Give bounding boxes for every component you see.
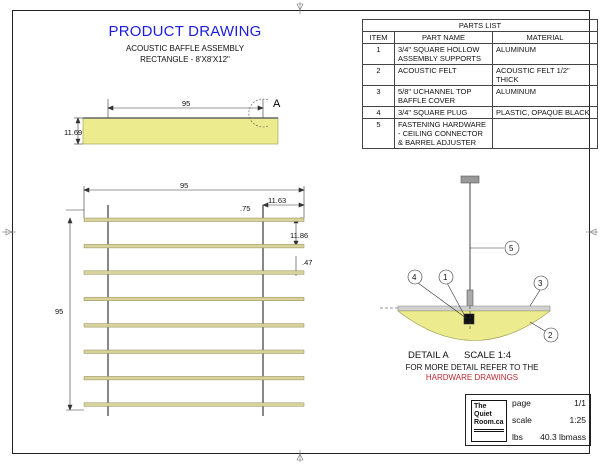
page-value: 1/1 — [574, 398, 586, 408]
baffle-bar — [83, 349, 305, 354]
logo-line-2: Quiet — [474, 411, 492, 418]
balloon-2-label: 2 — [548, 331, 553, 340]
top-width-label: 95 — [180, 181, 188, 190]
barrel-adjuster — [466, 289, 474, 307]
top-view — [66, 186, 305, 416]
parts-material: ALUMINUM — [492, 85, 598, 107]
baffle-bar — [83, 402, 305, 407]
detail-note-text: FOR MORE DETAIL REFER TO THE — [405, 363, 539, 372]
side-width-label: 95 — [182, 99, 190, 108]
detail-note: FOR MORE DETAIL REFER TO THE HARDWARE DR… — [392, 363, 552, 383]
balloon-1 — [438, 269, 454, 285]
drawing-title: PRODUCT DRAWING — [108, 23, 262, 40]
parts-item: 4 — [362, 106, 395, 119]
leader-4 — [417, 282, 467, 319]
baffle-bar — [83, 376, 305, 381]
scale-key: scale — [512, 415, 532, 425]
baffle-bar — [83, 323, 305, 328]
balloon-3-label: 3 — [538, 279, 543, 288]
parts-item: 3 — [362, 85, 395, 107]
header-item: ITEM — [362, 31, 395, 44]
parts-material: ALUMINUM — [492, 43, 598, 65]
balloon-2 — [543, 327, 559, 343]
parts-part-name: ACOUSTIC FELT — [394, 64, 493, 86]
parts-row: 4 3/4" SQUARE PLUG PLASTIC, OPAQUE BLACK — [362, 106, 598, 119]
ceiling-connector — [460, 175, 480, 184]
parts-part-name: 3/4" SQUARE HOLLOW ASSEMBLY SUPPORTS — [394, 43, 493, 65]
drawing-subtitle: ACOUSTIC BAFFLE ASSEMBLY RECTANGLE - 8'X… — [90, 43, 280, 65]
subtitle-line-1: ACOUSTIC BAFFLE ASSEMBLY — [125, 44, 245, 53]
detail-scale: SCALE 1:4 — [463, 350, 511, 361]
felt-section — [397, 310, 551, 341]
detail-callout-label: A — [273, 98, 281, 110]
parts-part-name: FASTENING HARDWARE - CEILING CONNECTOR &… — [394, 118, 493, 149]
company-logo: The Quiet Room.ca — [471, 400, 507, 442]
mass-value: 40.3 lbmass — [540, 432, 586, 442]
logo-line-3: Room.ca — [474, 419, 504, 426]
top-height-label: 95 — [55, 307, 63, 316]
square-plug — [463, 313, 475, 325]
thickness-label: .47 — [302, 258, 312, 267]
baffle-bar — [83, 270, 305, 275]
parts-row: 1 3/4" SQUARE HOLLOW ASSEMBLY SUPPORTS A… — [362, 43, 598, 65]
scale-value: 1:25 — [569, 415, 586, 425]
parts-list-table: PARTS LIST ITEM PART NAME MATERIAL 1 3/4… — [362, 19, 598, 149]
parts-item: 2 — [362, 64, 395, 86]
parts-part-name: 3/4" SQUARE PLUG — [394, 106, 493, 119]
spacing-label: 11.86 — [290, 231, 308, 240]
parts-part-name: 5/8" UCHANNEL TOP BAFFLE COVER — [394, 85, 493, 107]
baffle-bars — [83, 217, 305, 407]
parts-list-caption: PARTS LIST — [362, 19, 598, 32]
u-channel-cover — [397, 305, 551, 312]
detail-a — [378, 175, 551, 341]
baffle-bar — [83, 217, 305, 222]
balloon-4 — [407, 269, 423, 285]
side-view-felt — [82, 117, 279, 145]
page-key: page — [512, 398, 531, 408]
baffle-bar — [83, 244, 305, 249]
parts-material: PLASTIC, OPAQUE BLACK — [492, 106, 598, 119]
leader-1 — [446, 282, 467, 319]
parts-item: 5 — [362, 118, 395, 149]
balloon-4-label: 4 — [412, 273, 417, 282]
header-part-name: PART NAME — [394, 31, 493, 44]
parts-material — [492, 118, 598, 149]
parts-row: 2 ACOUSTIC FELT ACOUSTIC FELT 1/2" THICK — [362, 64, 598, 86]
baffle-bar — [83, 296, 305, 301]
logo-underline — [474, 429, 504, 432]
detail-name: DETAIL A — [408, 350, 449, 361]
parts-item: 1 — [362, 43, 395, 65]
parts-row: 3 5/8" UCHANNEL TOP BAFFLE COVER ALUMINU… — [362, 85, 598, 107]
balloon-3 — [533, 275, 549, 291]
logo-line-1: The — [474, 403, 487, 410]
parts-row: 5 FASTENING HARDWARE - CEILING CONNECTOR… — [362, 118, 598, 149]
parts-material: ACOUSTIC FELT 1/2" THICK — [492, 64, 598, 86]
leader-3 — [529, 289, 541, 307]
balloon-5 — [504, 240, 520, 256]
side-view — [74, 98, 279, 145]
balloon-5-label: 5 — [509, 244, 514, 253]
hardware-drawings-link[interactable]: HARDWARE DRAWINGS — [425, 373, 519, 382]
detail-a-circle — [248, 98, 269, 128]
side-height-label: 11.69 — [64, 128, 82, 137]
balloon-1-label: 1 — [443, 273, 448, 282]
mass-key: lbs — [512, 432, 523, 442]
subtitle-line-2: RECTANGLE - 8'X8'X12" — [140, 55, 230, 64]
edge-label: 11.63 — [268, 196, 286, 205]
offset-label: .75 — [240, 204, 250, 213]
header-material: MATERIAL — [492, 31, 598, 44]
detail-balloons: 4 1 3 2 5 — [407, 240, 559, 343]
detail-label: DETAIL A SCALE 1:4 — [408, 350, 511, 361]
title-block: The Quiet Room.ca page 1/1 scale 1:25 lb… — [465, 394, 591, 446]
